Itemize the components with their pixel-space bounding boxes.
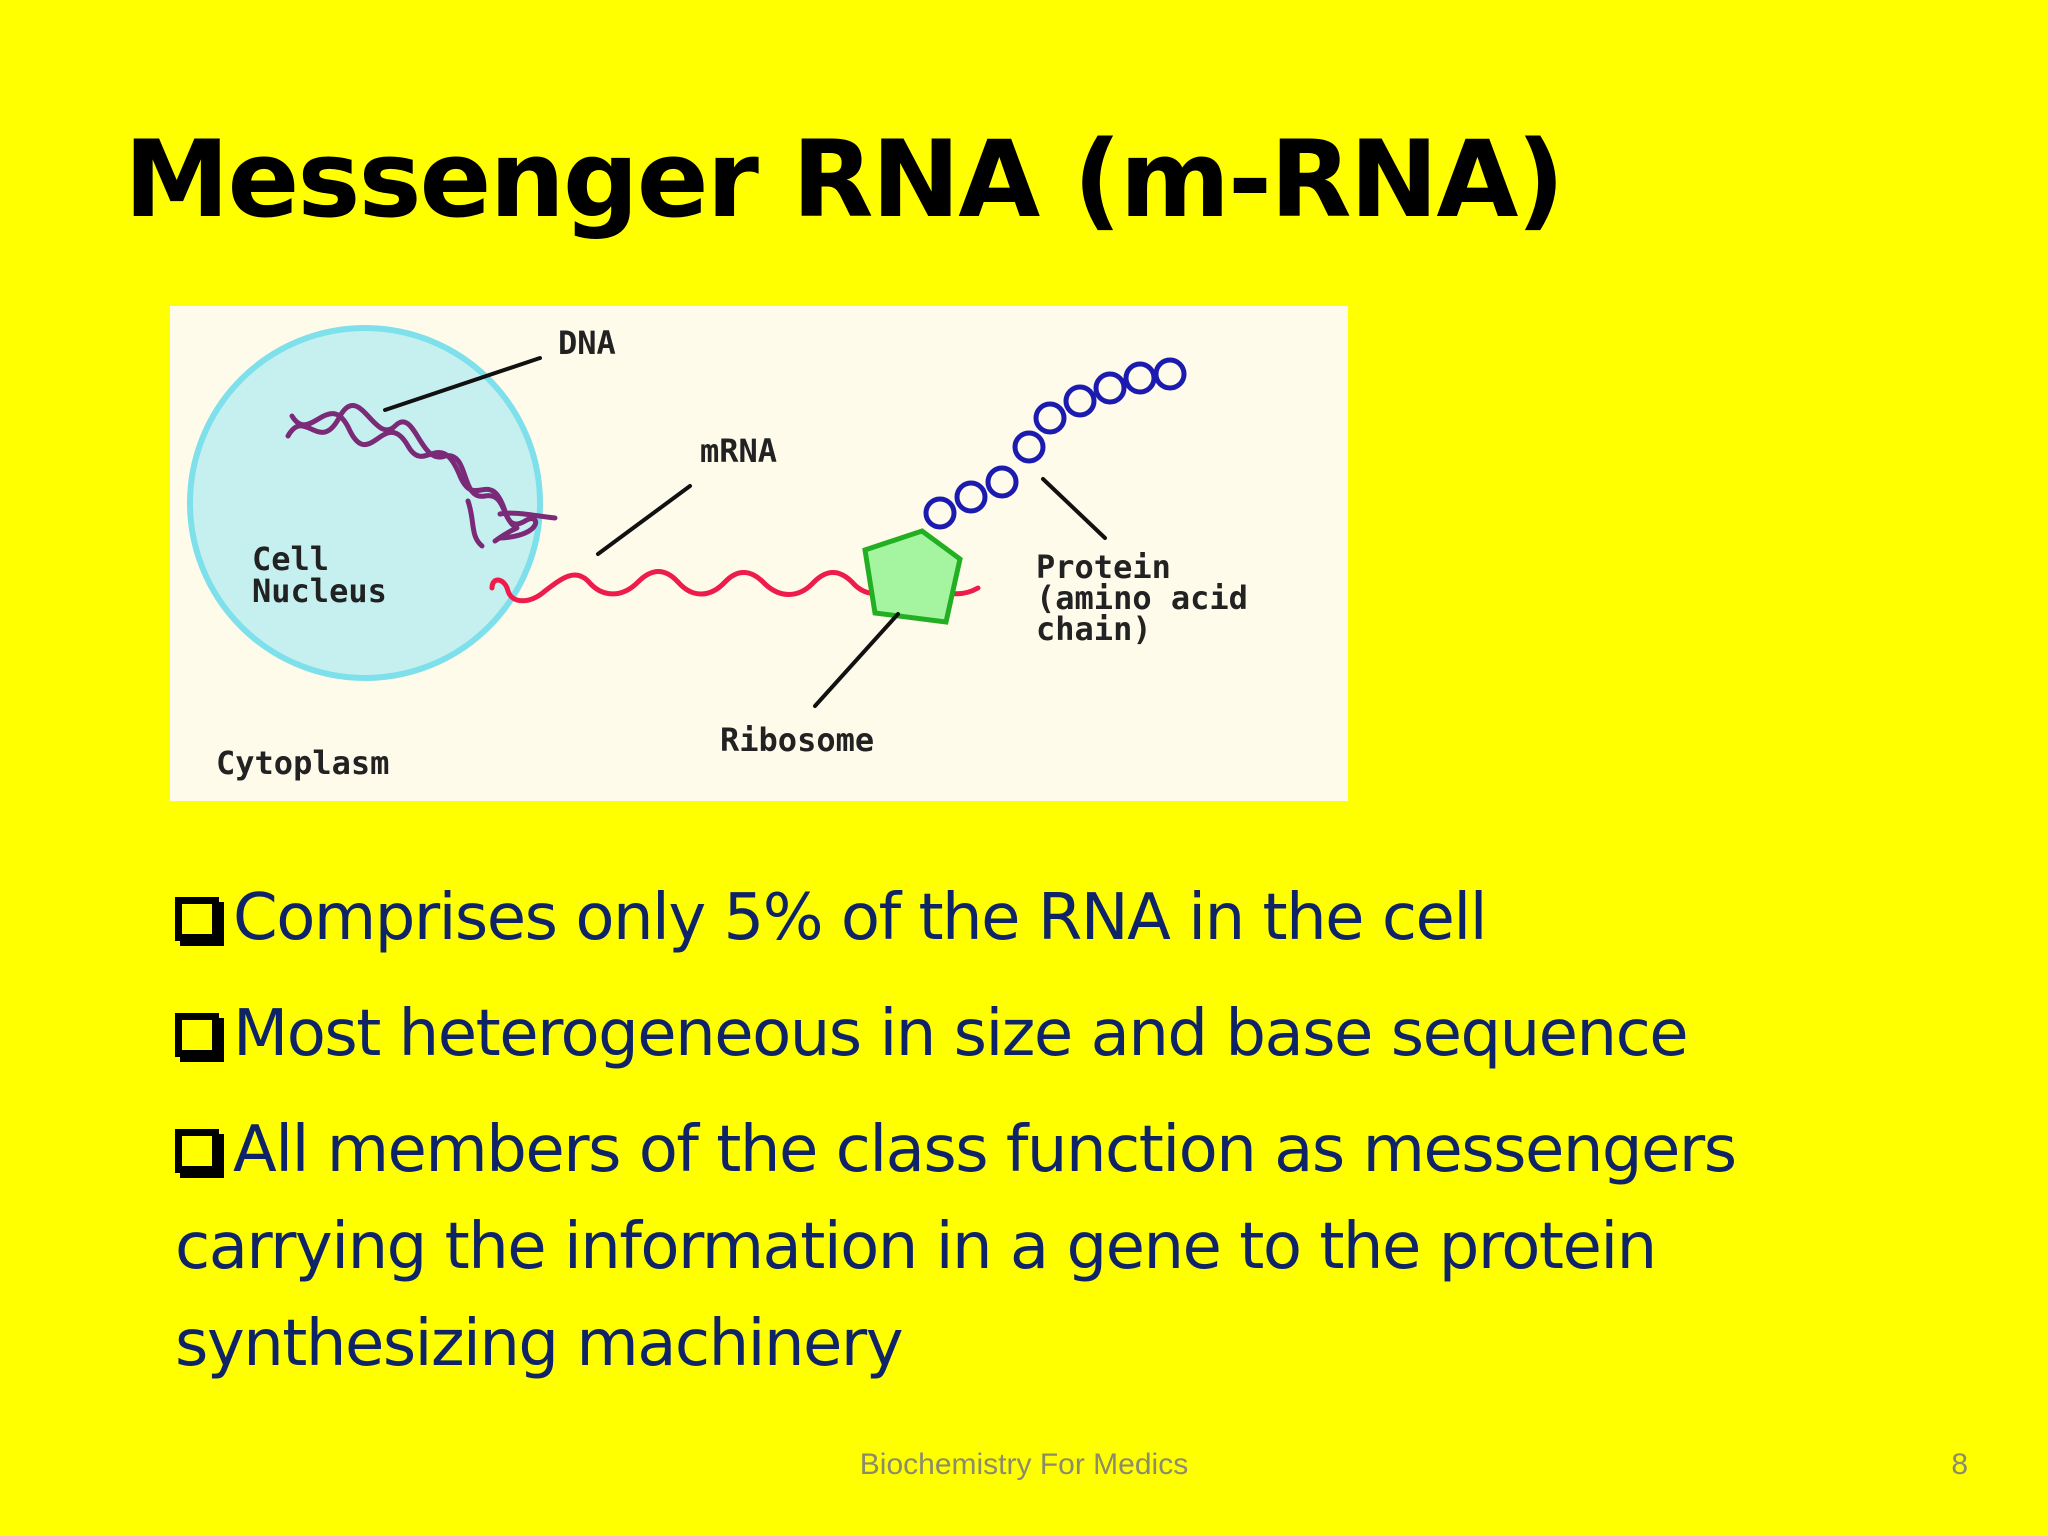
checkbox-bullet-icon [175,1013,219,1057]
label-protein-line2: (amino acid [1036,579,1248,617]
page-number: 8 [1951,1448,1968,1481]
label-ribosome: Ribosome [720,721,874,759]
bullet-text: Comprises only 5% of the RNA in the cell [233,881,1487,955]
bullet-item: Comprises only 5% of the RNA in the cell [175,870,1935,967]
label-mrna: mRNA [700,432,777,470]
label-dna: DNA [558,324,616,362]
checkbox-bullet-icon [175,897,219,941]
label-cell-nucleus-line2: Nucleus [252,572,387,610]
mrna-diagram: DNA mRNA Cell Nucleus Protein (amino aci… [170,306,1348,801]
protein-bead-chain [923,357,1187,530]
dna-helix [285,403,558,549]
bullet-item: Most heterogeneous in size and base sequ… [175,986,1935,1083]
bullet-text: Most heterogeneous in size and base sequ… [233,997,1689,1071]
label-protein-line3: chain) [1036,610,1152,648]
label-cytoplasm: Cytoplasm [216,744,389,782]
bullet-item: All members of the class function as mes… [175,1102,1935,1393]
ribosome-pentagon [862,528,963,625]
cell-nucleus-circle [187,325,543,681]
bullet-text: All members of the class function as mes… [175,1113,1737,1381]
bullet-list: Comprises only 5% of the RNA in the cell… [175,870,1935,1393]
pointer-lines [383,356,1107,708]
checkbox-bullet-icon [175,1129,219,1173]
label-protein-line1: Protein [1036,548,1171,586]
footer-text: Biochemistry For Medics [859,1448,1189,1481]
label-cell-nucleus-line1: Cell [252,540,329,578]
mrna-diagram-svg: DNA mRNA Cell Nucleus Protein (amino aci… [187,324,1248,782]
slide-title: Messenger RNA (m-RNA) [124,118,1565,241]
